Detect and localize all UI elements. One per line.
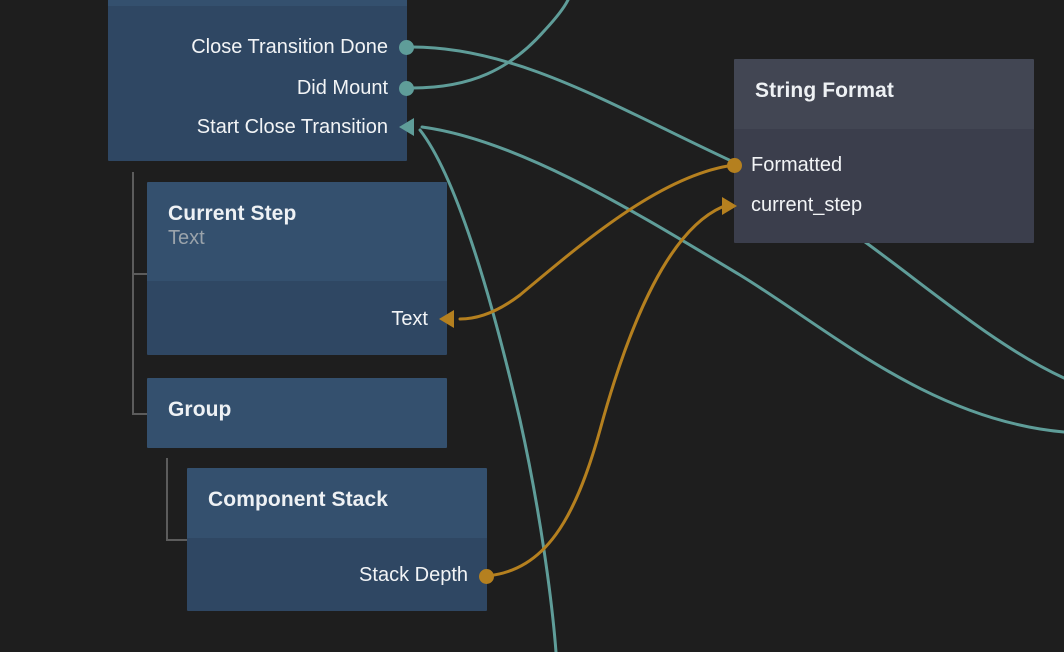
wire-did-mount (410, 0, 570, 90)
node-header: Component Stack (187, 468, 487, 538)
port-label: Close Transition Done (191, 36, 388, 58)
node-header: String Format (734, 59, 1034, 129)
node-parent-events[interactable] (108, 0, 407, 161)
wire-formatted-to-text (458, 163, 736, 321)
port-current-step-text[interactable]: Text (170, 309, 428, 329)
node-title: Component Stack (208, 488, 389, 511)
port-label: Formatted (751, 154, 843, 176)
node-title: String Format (755, 79, 894, 102)
node-body (734, 129, 1034, 243)
tree-connector-stub-group (132, 413, 147, 415)
port-label: current_step (751, 194, 863, 216)
node-body (147, 281, 447, 355)
port-label: Text (391, 308, 428, 330)
node-current-step[interactable]: Current Step Text (147, 182, 447, 355)
port-stack-depth[interactable]: Stack Depth (210, 565, 468, 585)
port-current-step-input[interactable]: current_step (751, 195, 1009, 215)
tree-connector-vertical-parent (132, 172, 134, 415)
node-group[interactable]: Group (147, 378, 447, 448)
port-dot-did-mount[interactable] (399, 81, 414, 96)
port-dot-formatted[interactable] (727, 158, 742, 173)
port-dot-stack-depth[interactable] (479, 569, 494, 584)
port-did-mount[interactable]: Did Mount (130, 78, 388, 98)
node-header: Current Step Text (147, 182, 447, 281)
node-component-stack[interactable]: Component Stack (187, 468, 487, 611)
port-dot-close-transition-done[interactable] (399, 40, 414, 55)
node-body (108, 6, 407, 161)
tree-connector-stub-current-step (132, 273, 147, 275)
port-arrow-current-step-input[interactable] (722, 197, 737, 215)
node-body (187, 538, 487, 611)
node-title: Current Step (168, 202, 297, 225)
node-subtitle: Text (168, 227, 205, 250)
port-formatted[interactable]: Formatted (751, 155, 1009, 175)
node-string-format[interactable]: String Format (734, 59, 1034, 243)
port-start-close-transition[interactable]: Start Close Transition (130, 117, 388, 137)
port-label: Start Close Transition (196, 116, 388, 138)
node-header: Group (147, 378, 447, 448)
node-title: Group (168, 398, 232, 421)
node-header (108, 0, 407, 6)
port-arrow-start-close-transition[interactable] (399, 118, 414, 136)
tree-connector-stub-component-stack (166, 539, 187, 541)
port-label: Did Mount (296, 77, 388, 99)
wire-stack-depth-to-current-step (485, 205, 724, 578)
tree-connector-vertical-group (166, 458, 168, 541)
port-label: Stack Depth (359, 564, 468, 586)
port-close-transition-done[interactable]: Close Transition Done (130, 37, 388, 57)
port-arrow-current-step-text[interactable] (439, 310, 454, 328)
